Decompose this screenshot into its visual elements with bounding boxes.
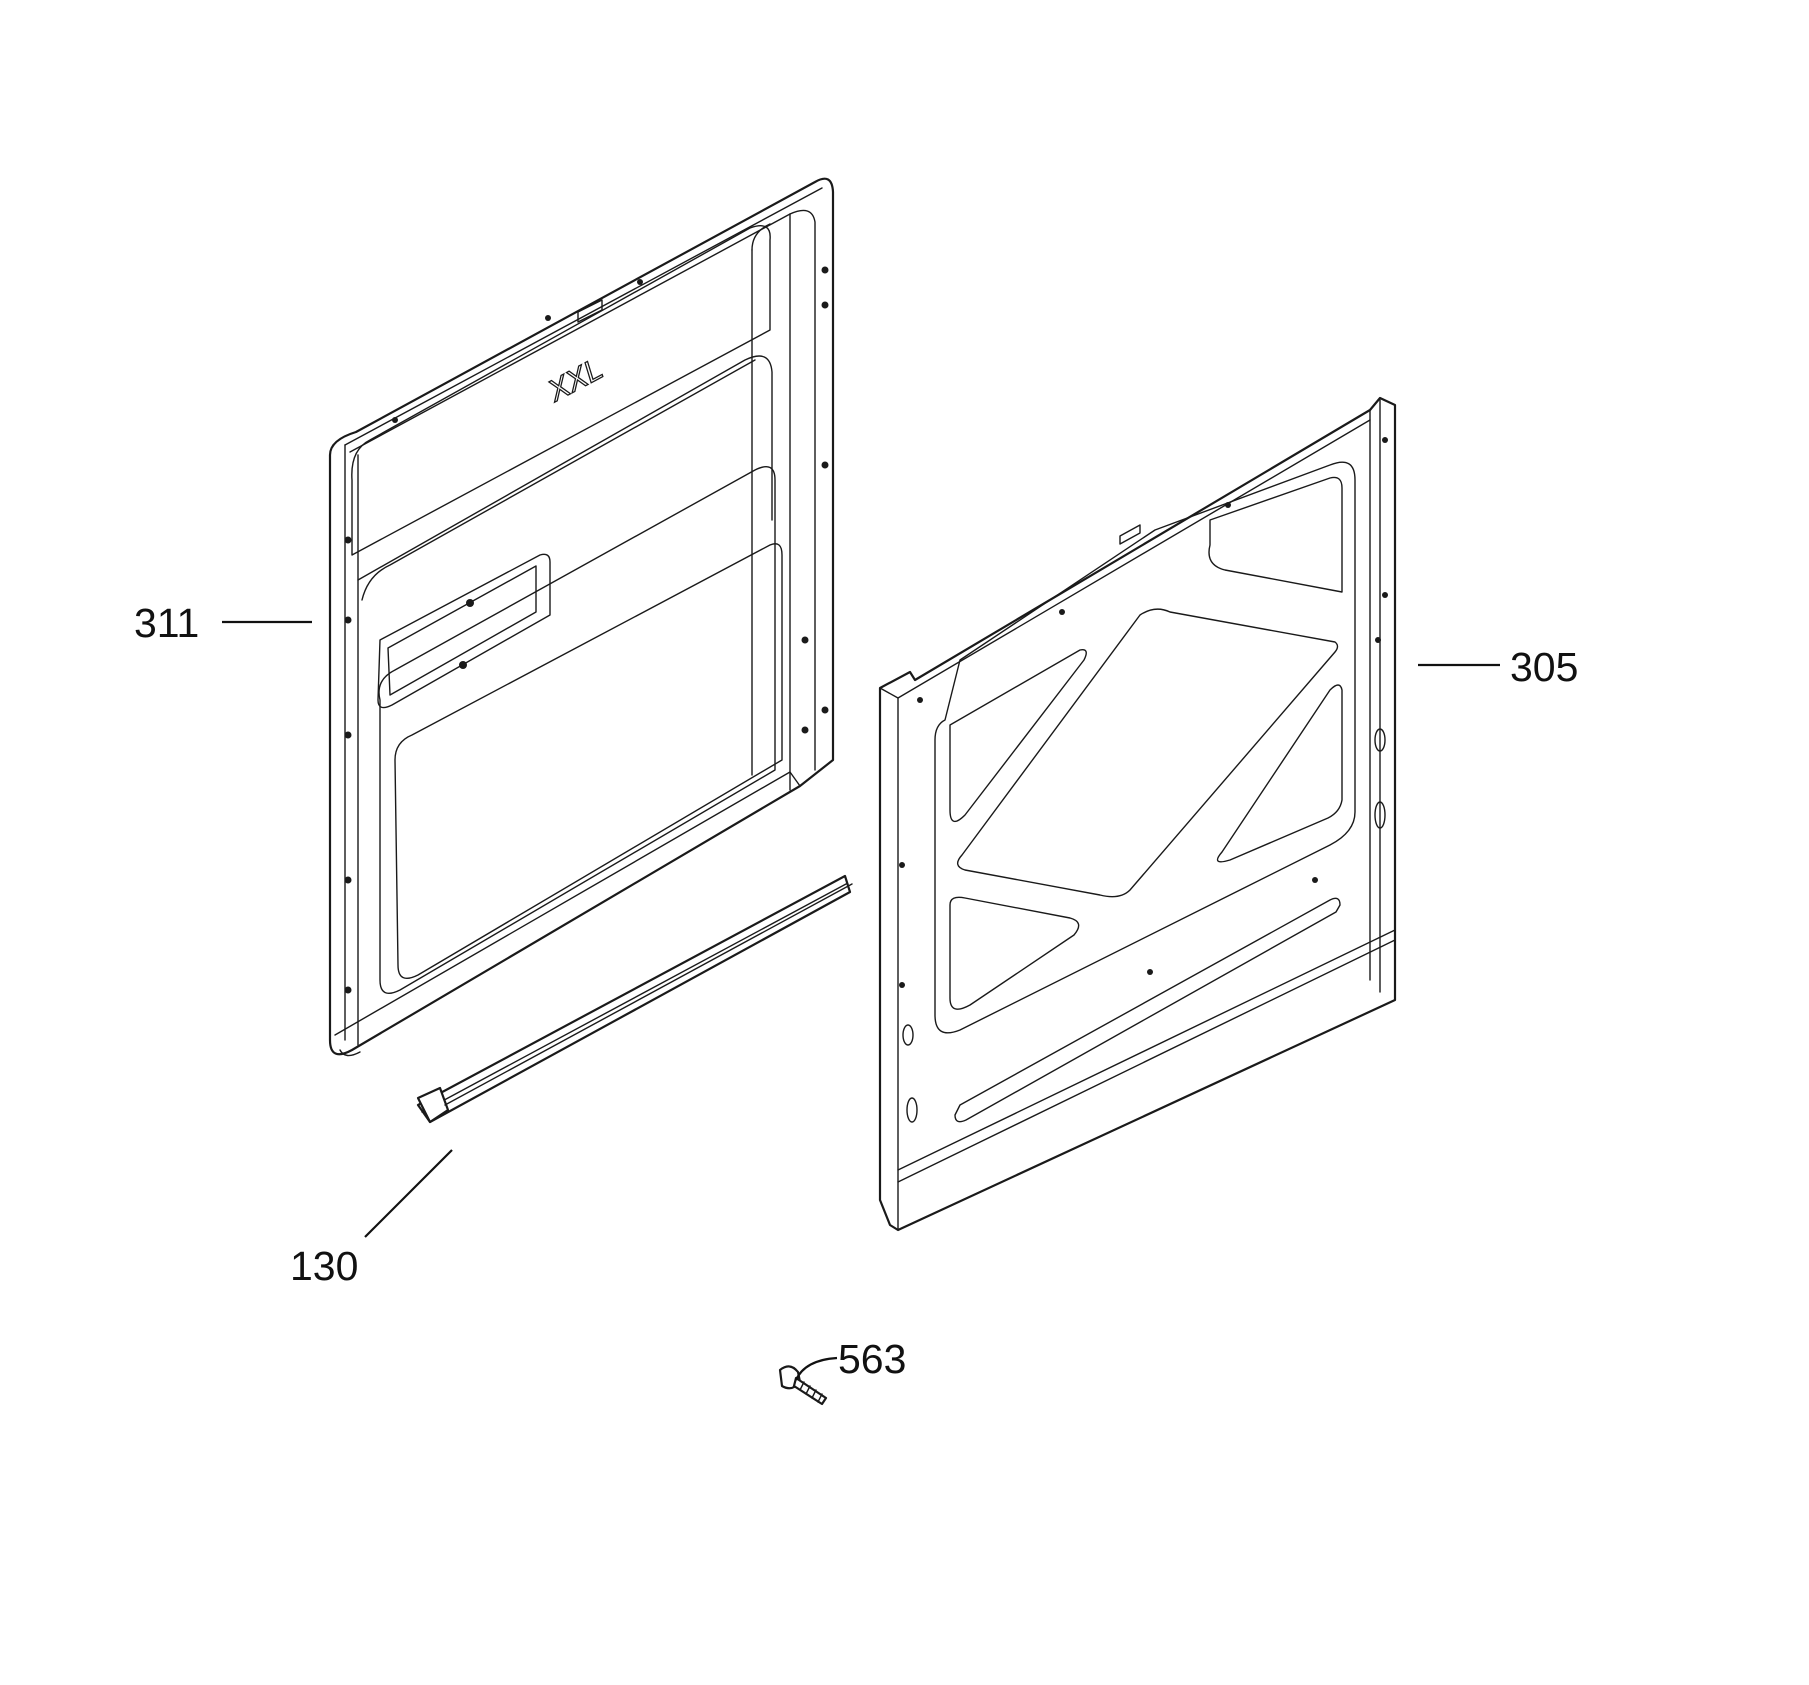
- part-label-311: 311: [134, 600, 199, 646]
- part-label-563: 563: [838, 1336, 906, 1382]
- leader-563: [794, 1356, 838, 1381]
- bottom-trim-130: [416, 874, 853, 1124]
- part-label-130: 130: [290, 1243, 358, 1289]
- part-label-305: 305: [1510, 644, 1578, 690]
- outer-door-panel-305: [878, 396, 1397, 1232]
- leader-130: [364, 1149, 453, 1238]
- inner-door-liner-311: XXL: [328, 177, 835, 1057]
- screw-563: [778, 1365, 828, 1406]
